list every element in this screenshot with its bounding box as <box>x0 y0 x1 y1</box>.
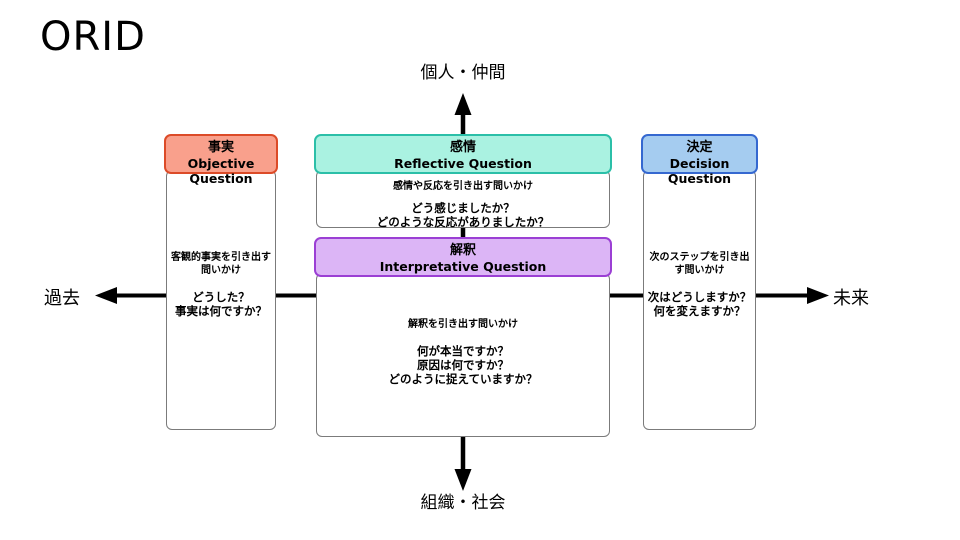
box-title-en: Reflective Question <box>394 156 532 171</box>
arrowhead-right-icon <box>807 287 829 304</box>
box-prompt: 次のステップを引き出す問いかけ <box>649 252 750 276</box>
box-decision-body: 次のステップを引き出す問いかけ 次はどうしますか？ 何を変えますか？ <box>643 170 756 430</box>
question-line: どうした？ <box>192 290 250 304</box>
box-header-interpretative: 解釈 Interpretative Question <box>314 237 612 277</box>
question-line: 事実は何ですか？ <box>175 304 267 318</box>
box-title-ja: 事実 <box>207 140 234 155</box>
box-header-reflective: 感情 Reflective Question <box>314 134 612 174</box>
box-title-en: Interpretative Question <box>379 259 547 274</box>
box-prompt: 客観的事実を引き出す問いかけ <box>171 252 271 276</box>
box-prompt: 感情や反応を引き出す問いかけ <box>393 181 533 192</box>
box-decision-question: 次のステップを引き出す問いかけ 次はどうしますか？ 何を変えますか？ 決定 De… <box>641 134 758 430</box>
box-reflective-question: 感情や反応を引き出す問いかけ どう感じましたか？ どのような反応がありましたか？… <box>314 134 612 229</box>
box-objective-question: 客観的事実を引き出す問いかけ どうした？ 事実は何ですか？ 事実 Objecti… <box>164 134 278 430</box>
axis-label-bottom: 組織・社会 <box>420 493 506 513</box>
arrowhead-up-icon <box>454 93 472 115</box>
box-title-en: Objective Question <box>187 156 255 186</box>
box-objective-body: 客観的事実を引き出す問いかけ どうした？ 事実は何ですか？ <box>166 170 276 430</box>
question-line: どう感じましたか？ <box>411 201 515 215</box>
box-title-ja: 決定 <box>686 140 713 155</box>
question-line: どのような反応がありましたか？ <box>376 215 550 229</box>
question-line: どのように捉えていますか？ <box>388 372 538 386</box>
box-header-objective: 事実 Objective Question <box>164 134 278 186</box>
box-questions: 次はどうしますか？ 何を変えますか？ <box>644 290 755 318</box>
box-title-ja: 感情 <box>449 140 476 155</box>
question-line: 何が本当ですか？ <box>417 344 509 358</box>
box-reflective-body: 感情や反応を引き出す問いかけ どう感じましたか？ どのような反応がありましたか？ <box>316 170 610 229</box>
axis-label-left: 過去 <box>44 288 80 309</box>
box-questions: どうした？ 事実は何ですか？ <box>167 290 275 318</box>
page-title: ORID <box>40 14 146 60</box>
arrowhead-left-icon <box>95 287 117 304</box>
box-title-ja: 解釈 <box>449 243 476 258</box>
axis-label-right: 未来 <box>833 288 869 309</box>
axis-label-top: 個人・仲間 <box>420 63 506 83</box>
box-title-en: Decision Question <box>667 156 732 186</box>
box-questions: 何が本当ですか？ 原因は何ですか？ どのように捉えていますか？ <box>317 344 609 386</box>
box-prompt: 解釈を引き出す問いかけ <box>408 319 518 330</box>
arrowhead-down-icon <box>454 469 472 491</box>
question-line: 原因は何ですか？ <box>417 358 509 372</box>
box-interpretative-question: 解釈を引き出す問いかけ 何が本当ですか？ 原因は何ですか？ どのように捉えていま… <box>314 237 612 437</box>
box-interpretative-body: 解釈を引き出す問いかけ 何が本当ですか？ 原因は何ですか？ どのように捉えていま… <box>316 273 610 437</box>
question-line: 何を変えますか？ <box>653 304 746 318</box>
question-line: 次はどうしますか？ <box>647 290 752 304</box>
box-questions: どう感じましたか？ どのような反応がありましたか？ <box>317 201 609 229</box>
box-header-decision: 決定 Decision Question <box>641 134 758 186</box>
